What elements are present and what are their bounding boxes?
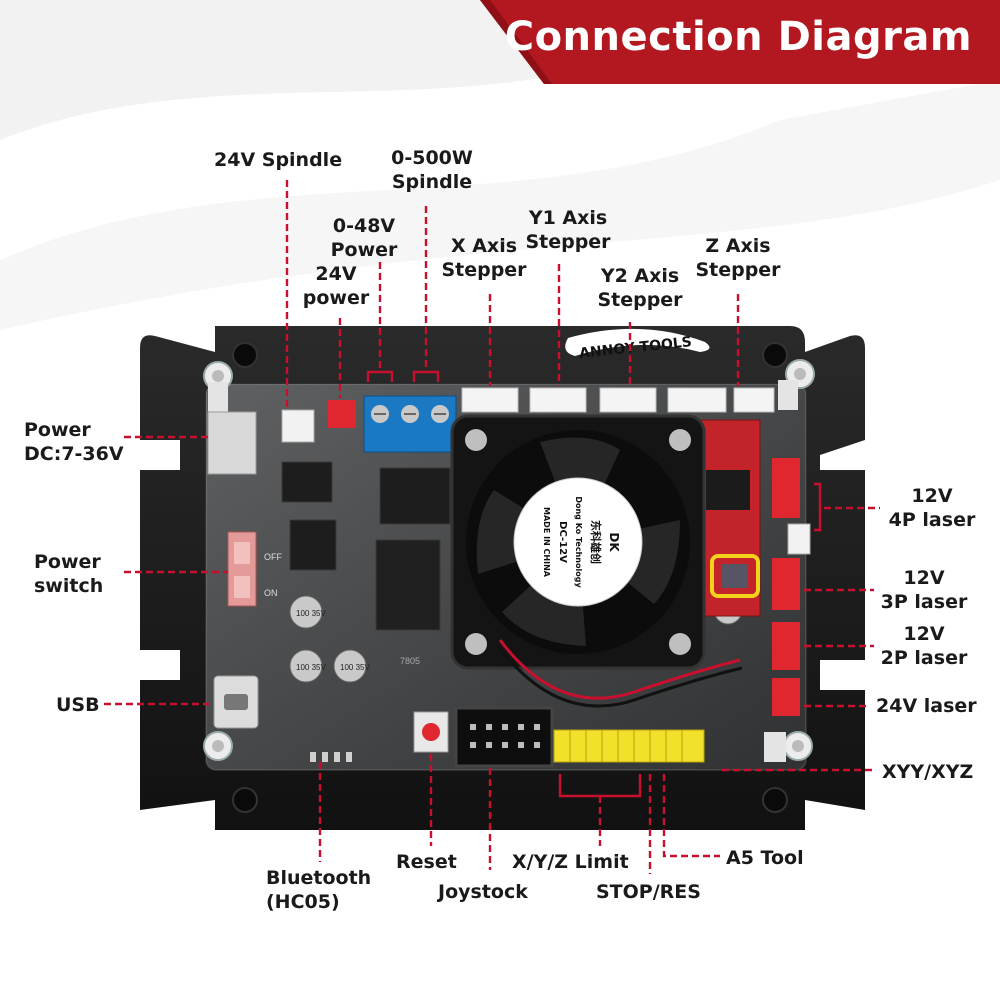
svg-text:100 35V: 100 35V <box>340 663 370 672</box>
svg-text:100 35V: 100 35V <box>296 663 326 672</box>
limit-switch-headers <box>553 729 705 763</box>
stepper-headers <box>461 387 775 413</box>
joystick-header <box>454 706 554 768</box>
fan-chinese-text: 东科雄创 <box>589 520 603 564</box>
label-power-switch: Power switch <box>34 551 104 597</box>
label-z-axis-stepper: Z Axis Stepper <box>695 235 781 281</box>
spindle-24v-header <box>281 409 315 443</box>
reset-button-graphic <box>413 711 449 753</box>
label-x-axis-stepper: X Axis Stepper <box>441 235 527 281</box>
chip-label: 7805 <box>400 656 420 666</box>
label-12v-4p-laser: 12V 4P laser <box>888 485 976 531</box>
terminal-block <box>363 395 457 453</box>
label-12v-2p-laser: 12V 2P laser <box>880 623 968 669</box>
fan-origin-text: MADE IN CHINA <box>542 507 551 578</box>
jumper-highlight <box>710 554 760 598</box>
fan-brand-text: DK <box>607 532 621 552</box>
power-switch: OFF ON <box>227 531 282 607</box>
label-24v-power: 24V power <box>302 263 370 309</box>
label-joystick: Joystock <box>438 881 528 903</box>
label-reset: Reset <box>396 851 457 873</box>
label-bluetooth: Bluetooth (HC05) <box>266 867 372 913</box>
label-xyy-xyz: XYY/XYZ <box>882 761 974 783</box>
power-24v-header <box>328 400 356 428</box>
label-0-48v-power: 0-48V Power <box>330 215 398 261</box>
leader-lines <box>104 180 880 874</box>
label-power-dc: Power DC:7-36V <box>24 419 124 465</box>
switch-on-text: ON <box>264 588 278 598</box>
header-banner <box>480 0 1000 84</box>
standoffs <box>203 359 815 762</box>
capacitors: 100 35V 100 35V 100 35V <box>289 595 743 683</box>
cooling-fan: DK 东科雄创 Dong Ko Technology DC-12V MADE I… <box>450 414 743 708</box>
dc-power-jack <box>207 411 257 475</box>
label-12v-3p-laser: 12V 3P laser <box>880 567 968 613</box>
fan-company-text: Dong Ko Technology <box>574 496 583 588</box>
page-title: Connection Diagram <box>504 14 972 60</box>
label-0-500w-spindle: 0-500W Spindle <box>391 147 473 193</box>
fan-voltage-text: DC-12V <box>557 521 568 563</box>
label-y2-axis-stepper: Y2 Axis Stepper <box>597 265 683 311</box>
label-y1-axis-stepper: Y1 Axis Stepper <box>525 207 611 253</box>
bluetooth-header <box>310 752 352 762</box>
label-usb: USB <box>56 694 100 716</box>
label-24v-spindle: 24V Spindle <box>214 149 343 171</box>
label-xyz-limit: X/Y/Z Limit <box>512 851 629 873</box>
laser-headers <box>772 458 811 716</box>
label-stop-res: STOP/RES <box>596 881 701 903</box>
svg-text:100 35V: 100 35V <box>296 609 326 618</box>
label-24v-laser: 24V laser <box>876 695 977 717</box>
label-a5-tool: A5 Tool <box>726 847 804 869</box>
switch-off-text: OFF <box>264 552 282 562</box>
